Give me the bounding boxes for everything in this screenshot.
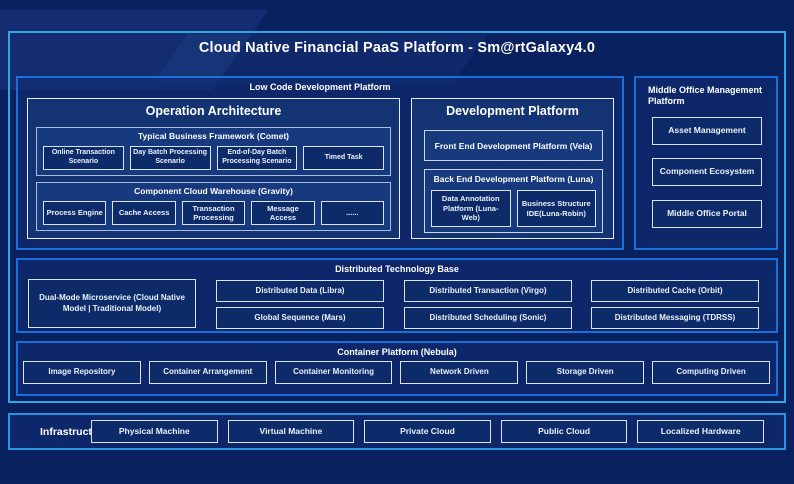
component-cloud-warehouse-group: Component Cloud Warehouse (Gravity) Proc…: [36, 182, 391, 231]
diagram-node: Data Annotation Platform (Luna-Web): [431, 190, 511, 227]
section-label: Middle Office Management Platform: [648, 85, 763, 107]
section-low-code-development-platform: Low Code Development Platform Operation …: [16, 76, 624, 250]
diagram-node: Distributed Data (Libra): [216, 280, 384, 302]
middle-office-item: Component Ecosystem: [652, 158, 762, 186]
diagram-node: Day Batch Processing Scenario: [129, 146, 211, 170]
diagram-node: Image Repository: [23, 361, 141, 384]
diagram-node: Middle Office Portal: [652, 200, 762, 228]
operation-architecture-box: Operation Architecture Typical Business …: [27, 98, 400, 239]
diagram-node: Global Sequence (Mars): [216, 307, 384, 329]
group-label: Typical Business Framework (Comet): [138, 131, 289, 141]
diagram-node: Distributed Scheduling (Sonic): [404, 307, 572, 329]
section-label: Distributed Technology Base: [335, 264, 459, 274]
section-label: Container Platform (Nebula): [337, 347, 457, 357]
container-items-row: Image Repository Container Arrangement C…: [23, 361, 770, 384]
development-platform-box: Development Platform Front End Developme…: [411, 98, 614, 239]
diagram-node: Computing Driven: [652, 361, 770, 384]
development-platform-title: Development Platform: [446, 104, 579, 118]
group-label: Back End Development Platform (Luna): [433, 174, 594, 184]
diagram-node: Timed Task: [303, 146, 384, 170]
group-items-row: Process Engine Cache Access Transaction …: [43, 201, 385, 225]
section-middle-office-management: Middle Office Management Platform Asset …: [634, 76, 778, 250]
section-container-platform: Container Platform (Nebula) Image Reposi…: [16, 341, 778, 396]
diagram-node: Component Ecosystem: [652, 158, 762, 186]
diagram-node: Distributed Transaction (Virgo): [404, 280, 572, 302]
diagram-node: Network Driven: [400, 361, 519, 384]
group-items-row: Data Annotation Platform (Luna-Web) Busi…: [431, 190, 596, 227]
diagram-node: ......: [320, 201, 385, 225]
diagram-node: Physical Machine: [91, 420, 218, 443]
diagram-node: Container Arrangement: [148, 361, 267, 384]
section-label: Low Code Development Platform: [249, 82, 391, 92]
typical-business-framework-group: Typical Business Framework (Comet) Onlin…: [36, 127, 391, 176]
diagram-node: Storage Driven: [526, 361, 645, 384]
back-end-platform-group: Back End Development Platform (Luna) Dat…: [424, 169, 603, 233]
diagram-node: Message Access: [251, 201, 315, 225]
diagram-node: Virtual Machine: [227, 420, 355, 443]
group-items-row: Online Transaction Scenario Day Batch Pr…: [43, 146, 384, 170]
diagram-node: Transaction Processing: [181, 201, 246, 225]
middle-office-item: Middle Office Portal: [652, 200, 762, 228]
section-distributed-technology-base: Distributed Technology Base Dual-Mode Mi…: [16, 258, 778, 333]
dual-mode-microservice-node: Dual-Mode Microservice (Cloud Native Mod…: [28, 279, 196, 328]
group-label: Component Cloud Warehouse (Gravity): [134, 186, 293, 196]
diagram-node: Distributed Messaging (TDRSS): [591, 307, 759, 329]
operation-architecture-title: Operation Architecture: [145, 104, 282, 118]
platform-frame: Cloud Native Financial PaaS Platform - S…: [8, 31, 786, 403]
diagram-node: Online Transaction Scenario: [43, 146, 124, 170]
diagram-node: Cache Access: [112, 201, 176, 225]
diagram-node: Private Cloud: [364, 420, 491, 443]
infrastructure-items-row: Physical Machine Virtual Machine Private…: [91, 420, 764, 443]
diagram-node: Localized Hardware: [637, 420, 764, 443]
front-end-platform-node: Front End Development Platform (Vela): [424, 130, 603, 161]
diagram-node: Asset Management: [652, 117, 762, 145]
middle-office-item: Asset Management: [652, 117, 762, 145]
diagram-node: End-of-Day Batch Processing Scenario: [216, 146, 298, 170]
diagram-node: Distributed Cache (Orbit): [591, 280, 759, 302]
diagram-node: Container Monitoring: [274, 361, 393, 384]
section-infrastructure: Infrastructure Physical Machine Virtual …: [8, 413, 786, 450]
page-title: Cloud Native Financial PaaS Platform - S…: [198, 40, 596, 56]
diagram-node: Process Engine: [43, 201, 107, 225]
diagram-node: Business Structure IDE(Luna-Robin): [516, 190, 596, 227]
diagram-node: Public Cloud: [500, 420, 628, 443]
